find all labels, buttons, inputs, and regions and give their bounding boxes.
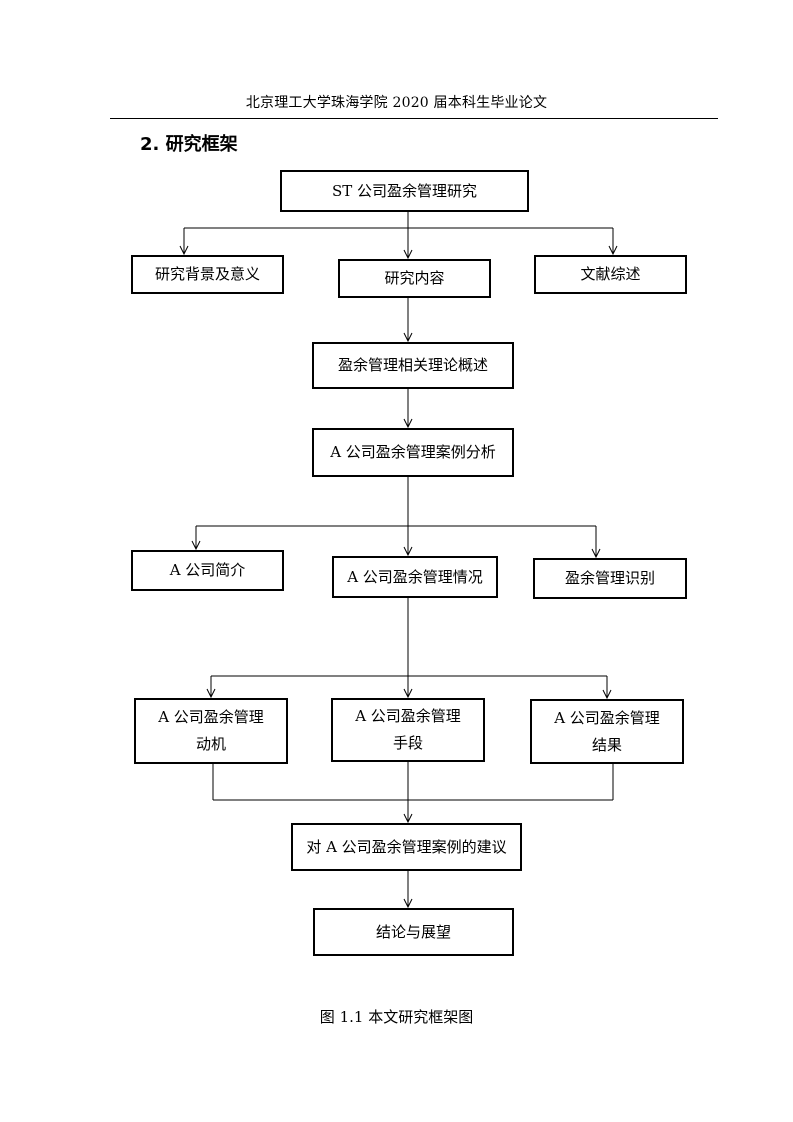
node-result-line2: 结果: [591, 735, 622, 754]
node-conclusion: 结论与展望: [313, 908, 514, 956]
node-content: 研究内容: [338, 259, 491, 298]
node-means-line2: 手段: [392, 734, 423, 752]
node-suggestion: 对 A 公司盈余管理案例的建议: [291, 823, 522, 871]
node-root: ST 公司盈余管理研究: [280, 170, 529, 212]
node-motive: A 公司盈余管理 动机: [134, 698, 288, 764]
node-result: A 公司盈余管理 结果: [530, 699, 684, 764]
node-means-line1: A 公司盈余管理: [355, 707, 461, 725]
node-background: 研究背景及意义: [131, 255, 284, 294]
node-intro: A 公司简介: [131, 550, 284, 591]
node-motive-line2: 动机: [195, 735, 226, 753]
node-review: 文献综述: [534, 255, 687, 294]
header-rule: [110, 118, 718, 119]
node-motive-line1: A 公司盈余管理: [158, 708, 264, 726]
node-identification: 盈余管理识别: [533, 558, 687, 599]
figure-caption: 图 1.1 本文研究框架图: [319, 1008, 474, 1026]
node-situation: A 公司盈余管理情况: [332, 556, 498, 598]
page-header: 北京理工大学珠海学院 2020 届本科生毕业论文: [245, 95, 548, 111]
node-theory: 盈余管理相关理论概述: [312, 342, 514, 389]
section-title: 2. 研究框架: [140, 134, 238, 155]
node-means: A 公司盈余管理 手段: [331, 698, 485, 762]
node-result-line1: A 公司盈余管理: [554, 708, 660, 727]
node-case: A 公司盈余管理案例分析: [312, 428, 514, 477]
